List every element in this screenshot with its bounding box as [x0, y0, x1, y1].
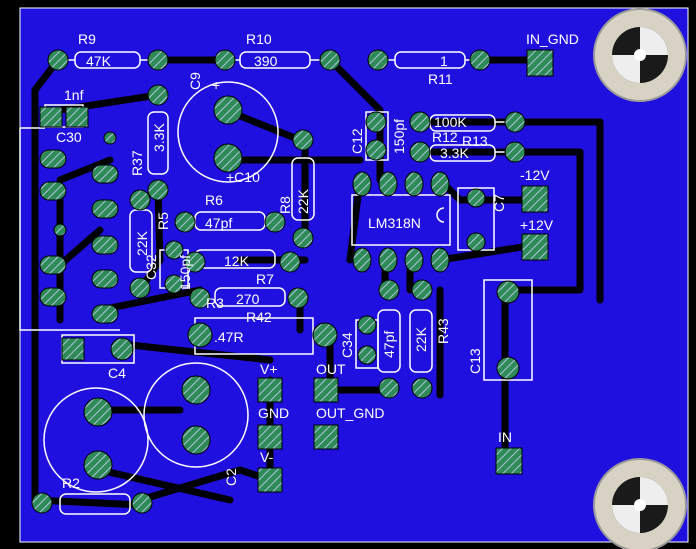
label-c32: C32: [143, 254, 159, 280]
label-r13-value: 3.3K: [440, 145, 469, 161]
label-c2: C2: [223, 468, 239, 486]
label-r43: R43: [435, 318, 451, 344]
label-c9: C9: [187, 72, 203, 90]
label-c12-value: 150pf: [391, 119, 407, 154]
label-r11: R11: [428, 71, 453, 87]
label-r11-value: 1: [440, 53, 448, 69]
label-r42: R42: [246, 309, 272, 325]
label-c34: C34: [339, 332, 355, 358]
mounting-hole-bottom: [593, 458, 687, 549]
label-c7: C7: [491, 194, 507, 212]
label-r10-value: 390: [254, 53, 278, 69]
label-c30: C30: [56, 129, 82, 145]
label-plus12v: +12V: [520, 217, 554, 233]
label-in-gnd: IN_GND: [526, 31, 579, 47]
label-r2: R2: [62, 475, 80, 491]
label-r6: R6: [205, 192, 223, 208]
label-vminus: V-: [260, 449, 274, 465]
label-minus12v: -12V: [520, 167, 550, 183]
label-r12-value: 100K: [434, 114, 467, 130]
label-vplus: V+: [260, 361, 278, 377]
label-r42-value: .47R: [214, 329, 244, 345]
label-in: IN: [498, 429, 512, 445]
label-c9-plus: +: [212, 77, 220, 93]
label-c4: C4: [108, 365, 126, 381]
label-r8: R8: [277, 196, 293, 214]
label-r37-value: 3.3K: [151, 123, 167, 152]
label-c32-value: 150pf: [177, 255, 193, 290]
label-r9: R9: [78, 31, 96, 47]
label-c34-value: 47pf: [381, 331, 397, 358]
label-r7: R7: [256, 271, 274, 287]
label-c12: C12: [349, 128, 365, 154]
label-r8-value: 22K: [295, 188, 311, 214]
label-r37: R37: [129, 150, 145, 176]
label-r13: R13: [462, 133, 488, 149]
label-out: OUT: [316, 361, 346, 377]
label-270: 270: [236, 291, 260, 307]
silk-labels: R9 47K R10 390 1 R11 IN_GND C9 + 1nf C30…: [56, 31, 579, 491]
label-r6-value: 47pf: [205, 215, 232, 231]
label-c13: C13: [467, 348, 483, 374]
pads: [31, 49, 554, 514]
label-c30-value: 1nf: [64, 87, 84, 103]
label-c10: +C10: [226, 169, 260, 185]
label-gnd: GND: [258, 405, 289, 421]
label-r44-value: 22K: [413, 326, 429, 352]
label-r10: R10: [246, 31, 272, 47]
label-r12: R12: [432, 129, 458, 145]
label-r9-value: 47K: [86, 53, 112, 69]
label-r5-value: 22K: [134, 230, 150, 256]
label-out-gnd: OUT_GND: [316, 405, 384, 421]
label-lm318n: LM318N: [368, 215, 421, 231]
label-r5: R5: [155, 212, 171, 230]
label-12k: 12K: [224, 253, 250, 269]
mounting-hole-top: [593, 8, 687, 102]
label-r3: R3: [206, 295, 224, 311]
